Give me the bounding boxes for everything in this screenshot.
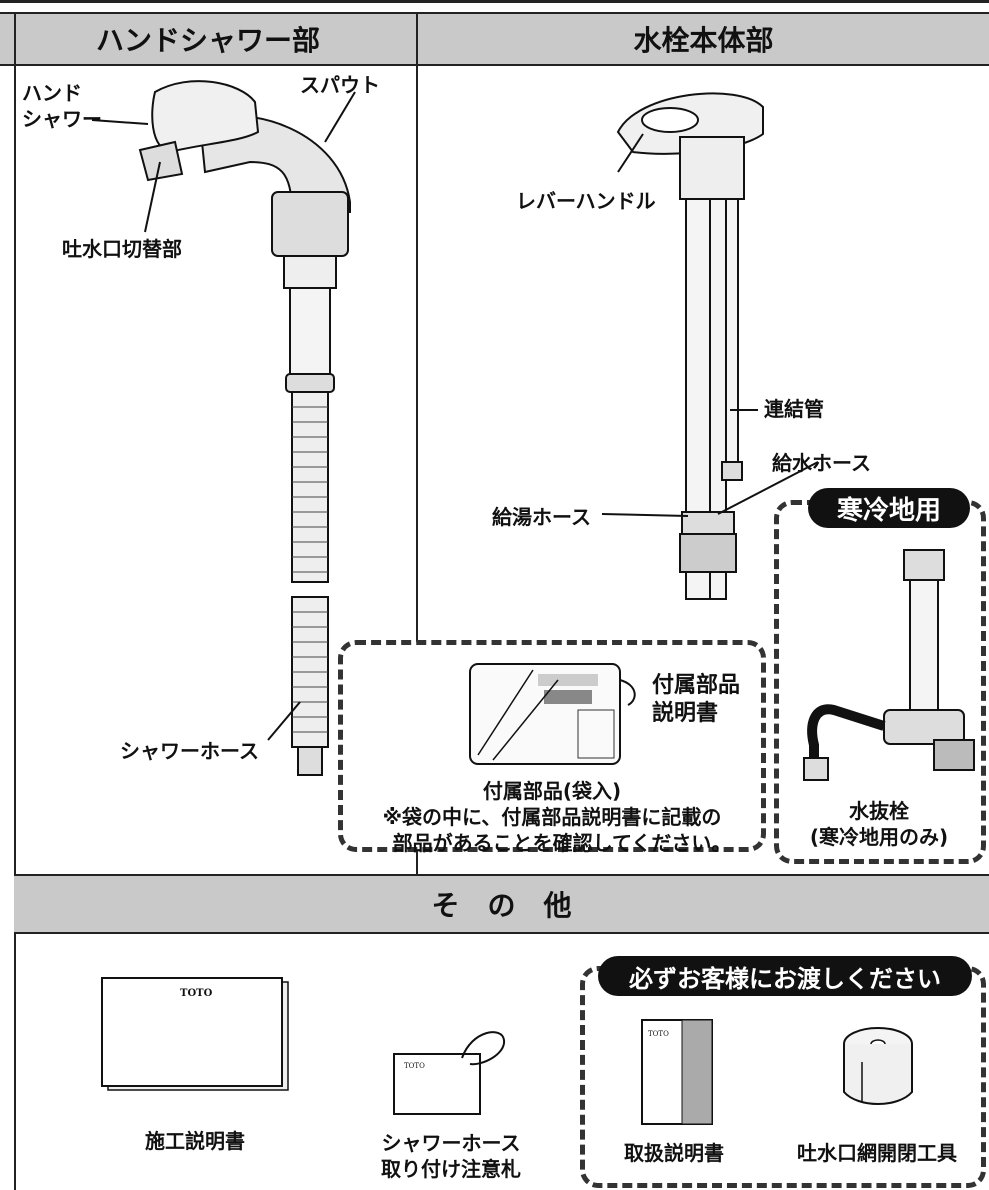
label-accessory-parts: 付属部品(袋入) ※袋の中に、付属部品説明書に記載の 部品があることを確認してく… (382, 779, 732, 855)
label-shower-hose: シャワーホース (120, 739, 259, 763)
cold-region-badge: 寒冷地用 (808, 488, 970, 528)
badge-text: 必ずお客様にお渡しください (629, 964, 941, 993)
outlet-tool-illustration (843, 1027, 913, 1105)
label-accessory-manual: 付属部品 説明書 (652, 673, 741, 726)
badge-text: 寒冷地用 (836, 495, 941, 526)
label-lever-handle: レバーハンドル (516, 189, 656, 213)
section-header-other: そ の 他 (14, 874, 989, 934)
section-header-hand-shower: ハンドシャワー部 (0, 12, 416, 66)
label-hot-supply-hose: 給湯ホース (492, 505, 591, 529)
label-outlet-switch: 吐水口切替部 (62, 237, 182, 261)
faucet-body-illustration (601, 92, 819, 600)
section-title: ハンドシャワー部 (95, 24, 320, 57)
left-border (14, 12, 16, 1190)
deliver-badge: 必ずお客様にお渡しください (598, 956, 972, 996)
label-drain-valve: 水抜栓 (寒冷地用のみ) (809, 799, 949, 849)
label-install-manual: 施工説明書 (145, 1129, 245, 1153)
label-spout: スパウト (300, 73, 380, 97)
label-shower-tag: シャワーホース 取り付け注意札 (381, 1131, 521, 1181)
accessory-parts-box (338, 640, 766, 852)
label-cold-supply-hose: 給水ホース (772, 451, 871, 475)
toto-logo: TOTO (180, 988, 213, 999)
label-outlet-tool: 吐水口網開閉工具 (797, 1141, 957, 1165)
section-header-faucet-body: 水栓本体部 (418, 12, 989, 66)
label-user-manual: 取扱説明書 (624, 1141, 724, 1165)
section-title: そ の 他 (431, 889, 572, 922)
toto-logo-tag: TOTO (404, 1062, 425, 1070)
hand-shower-illustration (91, 80, 356, 776)
shower-tag-illustration (393, 1031, 506, 1115)
toto-logo-manual: TOTO (648, 1030, 669, 1038)
label-hand-shower-head: ハンド シャワー (22, 81, 102, 131)
vertical-divider (416, 12, 418, 642)
vertical-divider-lower (416, 850, 418, 876)
drain-valve-illustration (803, 549, 975, 781)
section-title: 水栓本体部 (633, 24, 774, 57)
label-connecting-pipe: 連結管 (764, 397, 824, 421)
accessory-bag-illustration (469, 663, 636, 765)
top-rule (0, 0, 989, 3)
install-manual-illustration (101, 977, 289, 1091)
user-manual-illustration (641, 1019, 713, 1125)
